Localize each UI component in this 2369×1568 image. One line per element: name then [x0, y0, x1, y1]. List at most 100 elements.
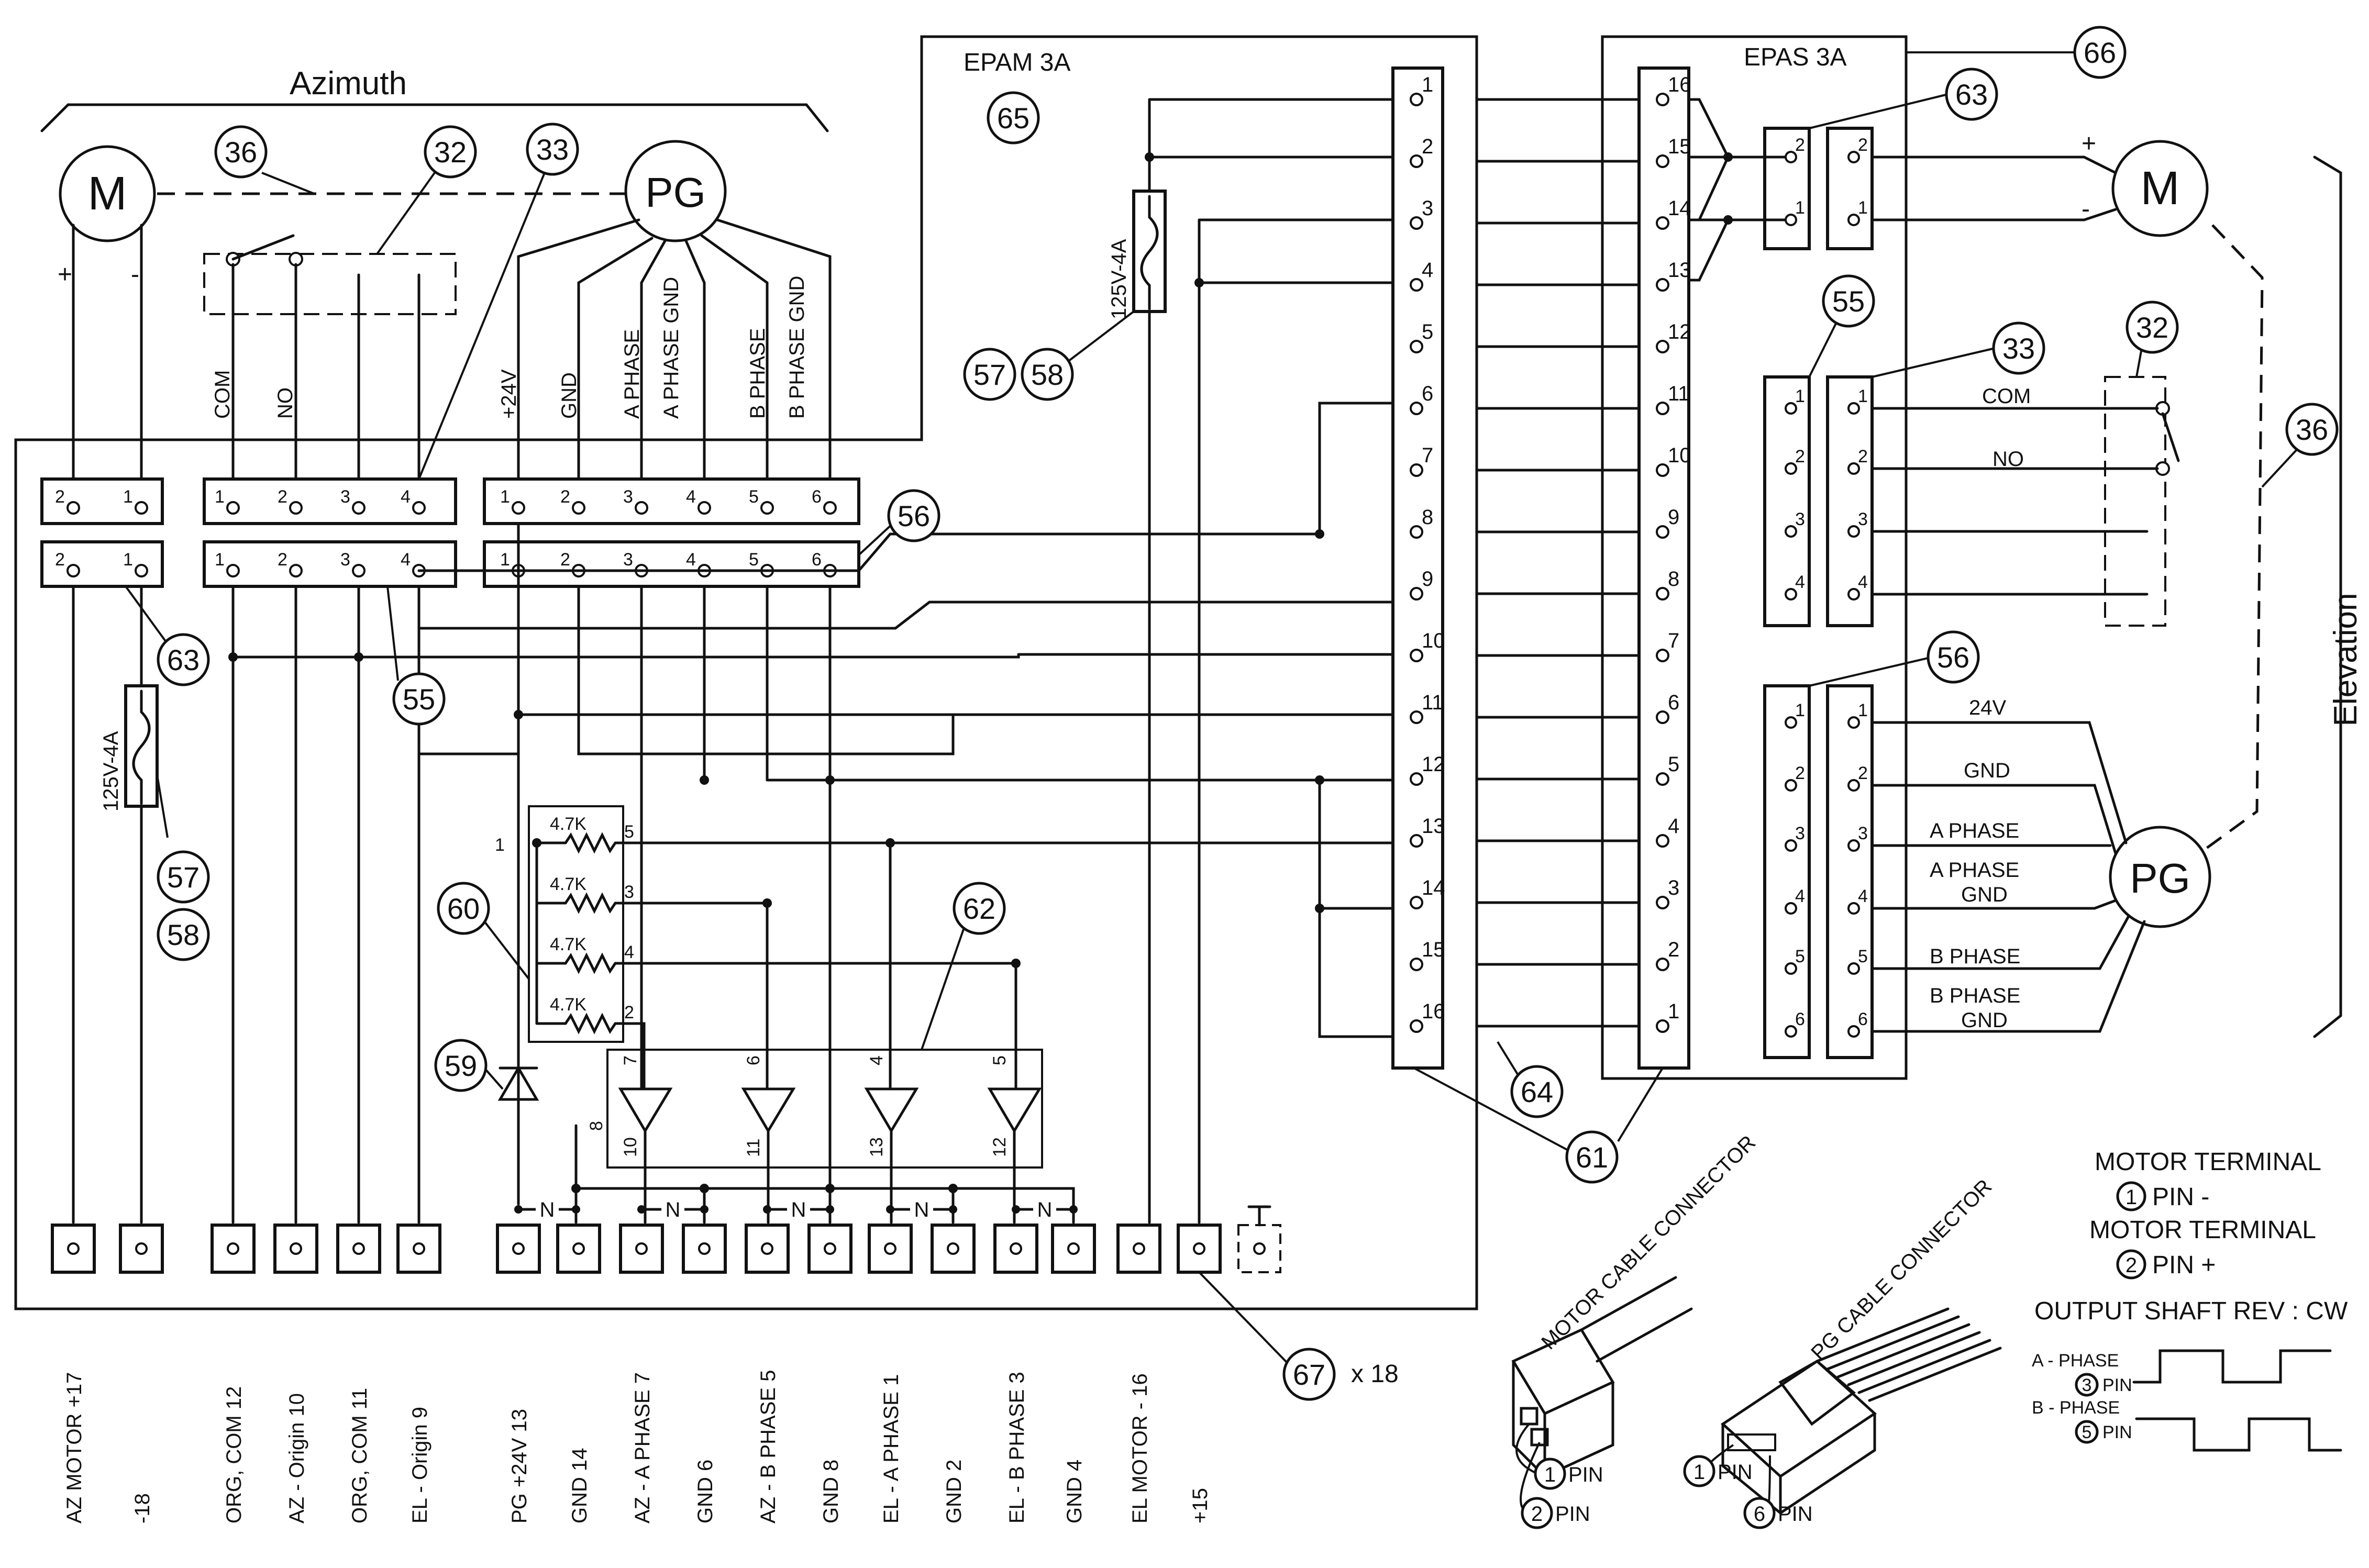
bottom-terminal: [682, 1224, 727, 1274]
diode-59: [497, 522, 539, 1206]
callout-circle: [157, 633, 210, 686]
epas-block-pin: [1785, 525, 1797, 538]
callout-leader: [1808, 319, 1839, 377]
epas-block-pin: [1785, 588, 1797, 600]
az-block-pin-num: 2: [55, 487, 65, 507]
diode-dot: [514, 1205, 523, 1214]
bottom-terminal-label: +15: [1189, 1488, 1212, 1523]
callout-circle: [392, 672, 446, 726]
epas-block-pin-num: 2: [1795, 447, 1805, 466]
epas-block-pin: [1847, 902, 1860, 915]
az-block-pin: [67, 564, 80, 577]
bottom-terminal-text: EL - Origin 9: [408, 1407, 431, 1523]
epas-cn-pin-num: 12: [1668, 320, 1691, 343]
motor-pin2-label: PIN: [1555, 1503, 1590, 1526]
az-pg: PG: [517, 140, 832, 488]
az-block-pin: [823, 501, 837, 515]
bottom-terminal-label: EL MOTOR - 16: [1128, 1373, 1152, 1523]
callout-circle: [1510, 1065, 1564, 1118]
az-pg-24v-label: +24V: [497, 369, 521, 419]
epam-cn-pin-num: 7: [1422, 444, 1433, 467]
callout-leader: [858, 522, 894, 556]
az-block-pin-num: 2: [278, 550, 287, 570]
epam-cn-pin-num: 5: [1422, 320, 1433, 343]
epas-block-pin-num: 1: [1795, 386, 1805, 406]
callout-leader: [125, 585, 169, 645]
az-block-pin: [135, 564, 148, 577]
epam-cn-pin-num: 1: [1422, 73, 1433, 96]
epas-cn-pin: [1656, 772, 1669, 786]
bottom-terminal-pin: [572, 1242, 585, 1255]
bottom-terminal-label: AZ - A PHASE 7: [631, 1372, 654, 1523]
epas-block-pin: [1785, 214, 1797, 226]
svg-text:4.7K: 4.7K: [550, 995, 586, 1015]
el-pg: PG 24V GND A PHASE A PHASE PG B PHASE B …: [1870, 696, 2211, 1033]
callout-circle: [963, 348, 1016, 401]
svg-text:3: 3: [2082, 1375, 2092, 1395]
epam-cn-pin-num: 15: [1422, 938, 1445, 961]
epas-cn-pin: [1656, 710, 1669, 724]
diode-mark: N: [914, 1198, 929, 1221]
az-pg-aphase-label: A PHASE: [621, 329, 644, 419]
az-block-pin-num: 1: [215, 550, 225, 570]
callout-circle: [2073, 26, 2127, 79]
el-coupling: [2198, 224, 2264, 855]
epas-block-pin-num: 1: [1858, 386, 1868, 406]
bottom-terminal-text: GND 2: [943, 1460, 966, 1523]
callout-32: 32: [434, 136, 467, 169]
diode-dot: [886, 1205, 894, 1214]
callout-36: 36: [225, 136, 257, 169]
callout-leader: [386, 586, 399, 681]
callout-circle: [434, 1039, 488, 1092]
bottom-terminal-text: GND 6: [694, 1460, 717, 1523]
epas-cn-pin-num: 4: [1668, 815, 1679, 838]
callout-63: 63: [167, 643, 200, 676]
epas-cn-pin: [1656, 896, 1669, 909]
epas-block-pin-num: 2: [1858, 763, 1868, 783]
epam-cn-pin: [1410, 649, 1423, 662]
callout-63: 63: [1955, 78, 1988, 111]
epas-cn-pin-num: 3: [1668, 876, 1679, 899]
svg-text:PG: PG: [2130, 855, 2190, 902]
epas-block-pin: [1847, 525, 1860, 538]
az-block-pin-num: 4: [401, 550, 411, 570]
callout-56: 56: [1937, 641, 1969, 674]
diode-dot: [637, 1205, 646, 1214]
callout-56: 56: [898, 499, 930, 532]
epas-cn-pin-num: 5: [1668, 753, 1679, 776]
callout-62: 62: [963, 892, 995, 925]
epas-block-pin-num: 4: [1795, 572, 1805, 592]
bottom-terminal-label: ORG, COM 12: [223, 1386, 246, 1523]
callout-leader: [1413, 1067, 1571, 1153]
epas-cn-pin: [1656, 402, 1669, 415]
azimuth-label: Azimuth: [290, 65, 407, 102]
callout-59: 59: [445, 1049, 477, 1082]
bottom-terminal-label: GND 8: [820, 1460, 843, 1523]
el-com-label: COM: [1982, 385, 2031, 408]
az-block-pin-num: 1: [123, 550, 133, 570]
epas-cn-pin: [1656, 525, 1669, 539]
epam-cn-pin: [1410, 154, 1423, 168]
diode-dot: [1069, 1205, 1078, 1214]
az-block-pin-num: 6: [812, 550, 822, 570]
callout-leader: [1198, 1271, 1289, 1365]
epas-block-pin: [1785, 402, 1797, 415]
az-block-pin-num: 4: [686, 487, 696, 507]
bottom-terminal-pin: [413, 1242, 425, 1255]
bottom-terminal: [807, 1224, 853, 1274]
diode-dot: [572, 1205, 580, 1214]
epas-block-pin-num: 1: [1858, 700, 1868, 720]
callout-58: 58: [1031, 358, 1064, 391]
az-block-pin-num: 4: [401, 487, 411, 507]
callout-leader: [418, 172, 546, 480]
az-wire-labels: COM NO +24V GND A PHASE A PHASE GND B PH…: [211, 276, 809, 419]
epam-cn-pin: [1410, 525, 1423, 539]
epam-cn-pin-num: 9: [1422, 568, 1433, 591]
epas-cn-pin-num: 16: [1668, 73, 1691, 96]
callout-circle: [1021, 348, 1074, 401]
svg-text:13: 13: [867, 1137, 887, 1157]
bottom-terminal-label: ORG, COM 11: [348, 1388, 371, 1523]
svg-text:8: 8: [586, 1121, 606, 1131]
diode-mark: N: [540, 1198, 555, 1221]
